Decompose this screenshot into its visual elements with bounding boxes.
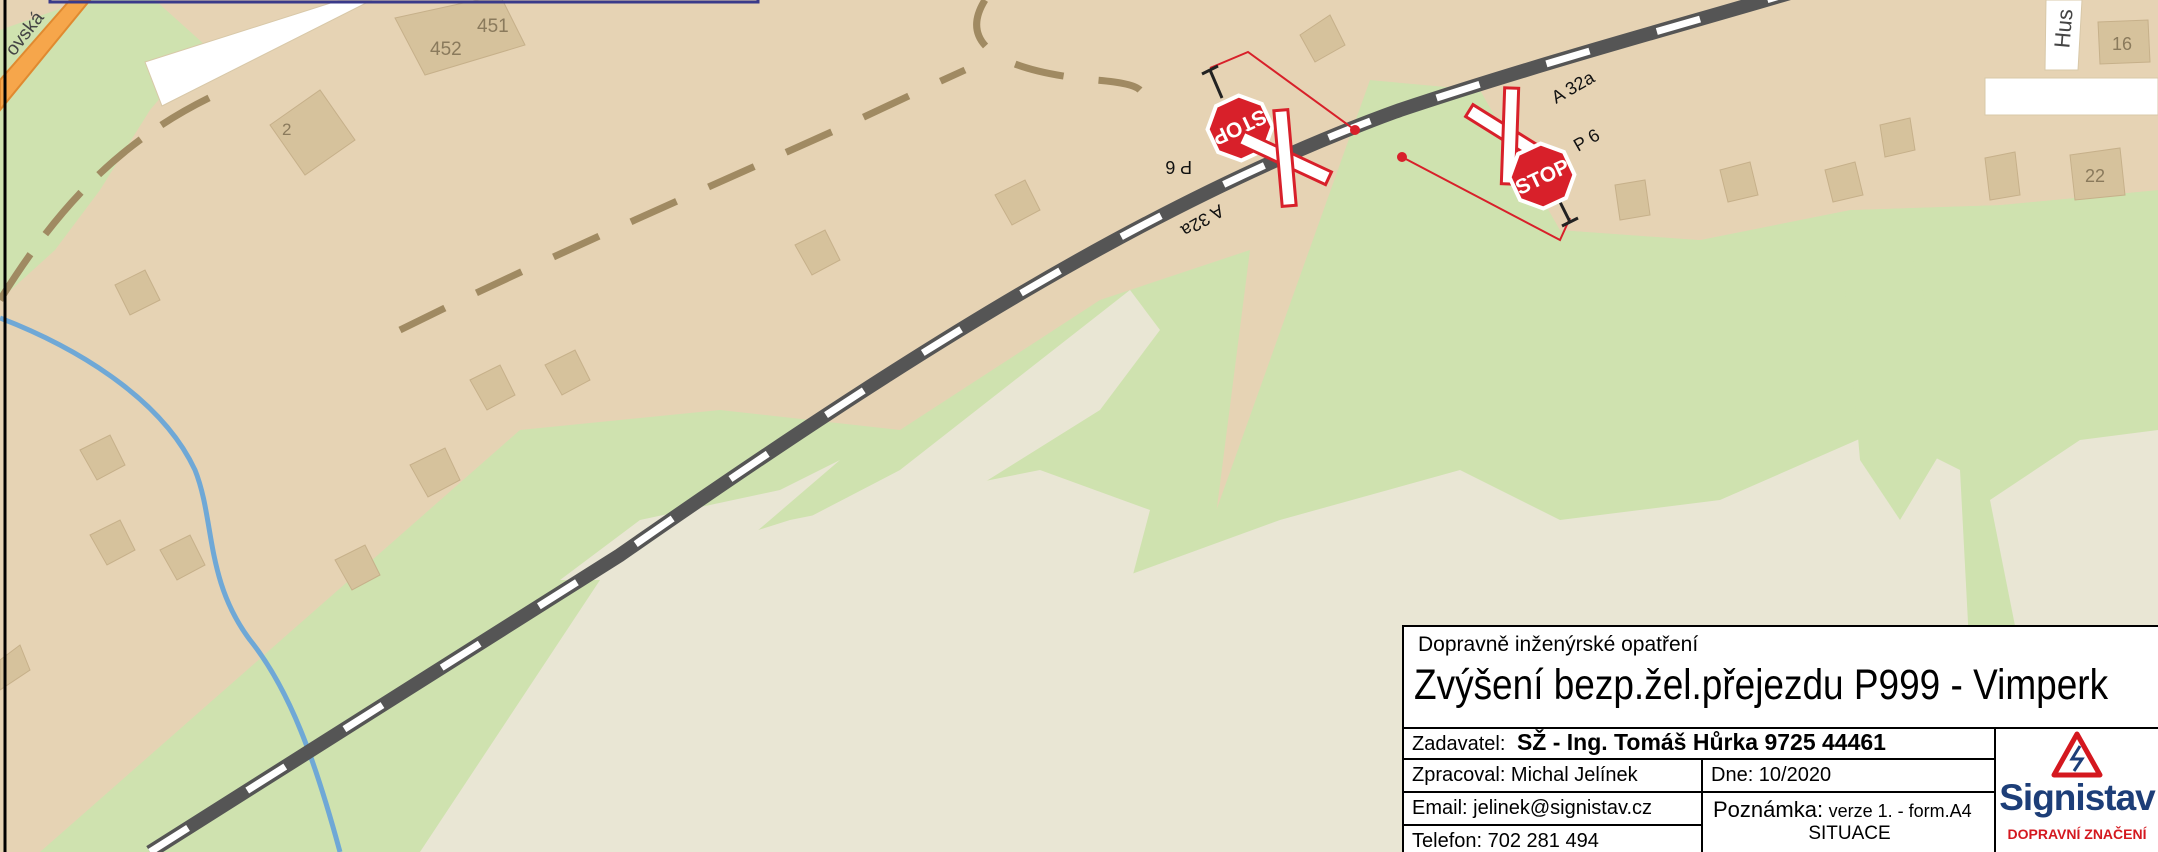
house-number-22: 22 [2085, 166, 2105, 186]
warning-triangle-icon [2051, 731, 2103, 778]
author-row: Zpracoval: Michal Jelínek Dne: 10/2020 [1404, 760, 1994, 793]
sign-anchor-left [1350, 125, 1360, 135]
meadow-area-6 [1840, 215, 1960, 520]
main-road-orange [0, 0, 92, 112]
note-value: verze 1. - form.A4 [1828, 801, 1972, 821]
building-2 [269, 89, 356, 176]
title-block: Dopravně inženýrské opatření Zvýšení bez… [1402, 625, 2158, 852]
sign-anchor-right [1397, 152, 1407, 162]
building-22 [2069, 147, 2126, 201]
note-label: Poznámka: [1713, 797, 1824, 822]
cross-sign-left [1236, 107, 1334, 209]
local-road-right-horizontal [1984, 77, 2158, 116]
stop-sign-right: STOP [1507, 141, 1577, 211]
client-label: Zadavatel: [1412, 733, 1506, 755]
local-road-right-vertical [2044, 0, 2083, 71]
note-sub: SITUACE [1808, 823, 1891, 844]
client-cell: Zadavatel: SŽ - Ing. Tomáš Hůrka 9725 44… [1404, 727, 1994, 758]
title-block-header: Dopravně inženýrské opatření Zvýšení bez… [1404, 627, 2158, 729]
meadow-area-2 [650, 290, 1160, 600]
email-row: Email: jelinek@signistav.cz [1404, 793, 1701, 826]
title-block-title: Zvýšení bezp.žel.přejezdu P999 - Vimperk [1414, 661, 2109, 709]
local-road-top [144, 0, 373, 107]
sign-label-left-p6: P 6 [1165, 157, 1192, 177]
phone-cell: Telefon: 702 281 494 [1412, 830, 1599, 852]
client-value: SŽ - Ing. Tomáš Hůrka 9725 44461 [1516, 729, 1886, 755]
author-cell: Zpracoval: Michal Jelínek [1412, 764, 1638, 786]
buildings [0, 0, 2151, 691]
divider-mid [1701, 760, 1703, 852]
house-number-451: 451 [477, 16, 509, 37]
inset-frame-edge [48, 0, 760, 4]
divider-logo [1994, 727, 1996, 852]
house-number-452: 452 [430, 39, 462, 60]
signistav-logo: Signistav DOPRAVNÍ ZNAČENÍ [1996, 729, 2158, 852]
title-block-kicker: Dopravně inženýrské opatření [1418, 633, 1699, 656]
logo-subtitle: DOPRAVNÍ ZNAČENÍ [2007, 826, 2147, 842]
house-number-2: 2 [282, 120, 291, 139]
footpath-dashed [398, 66, 967, 334]
logo-word: Signistav [1999, 777, 2156, 818]
email-cell: Email: jelinek@signistav.cz [1412, 797, 1653, 819]
sign-post-left [1208, 69, 1224, 99]
footpath-top-left [0, 91, 217, 302]
house-number-16: 16 [2112, 34, 2132, 54]
sign-leader-left [1209, 50, 1356, 131]
note-cell: Poznámka: verze 1. - form.A4 SITUACE [1705, 793, 1994, 852]
client-row: Zadavatel: SŽ - Ing. Tomáš Hůrka 9725 44… [1404, 727, 1994, 760]
footpath-curve [973, 0, 1143, 93]
street-label-right: Hus [2049, 8, 2077, 49]
stream [0, 315, 343, 852]
building-16 [2097, 19, 2151, 65]
date-cell: Dne: 10/2020 [1711, 764, 1832, 786]
railway-dashes [148, 0, 1779, 852]
